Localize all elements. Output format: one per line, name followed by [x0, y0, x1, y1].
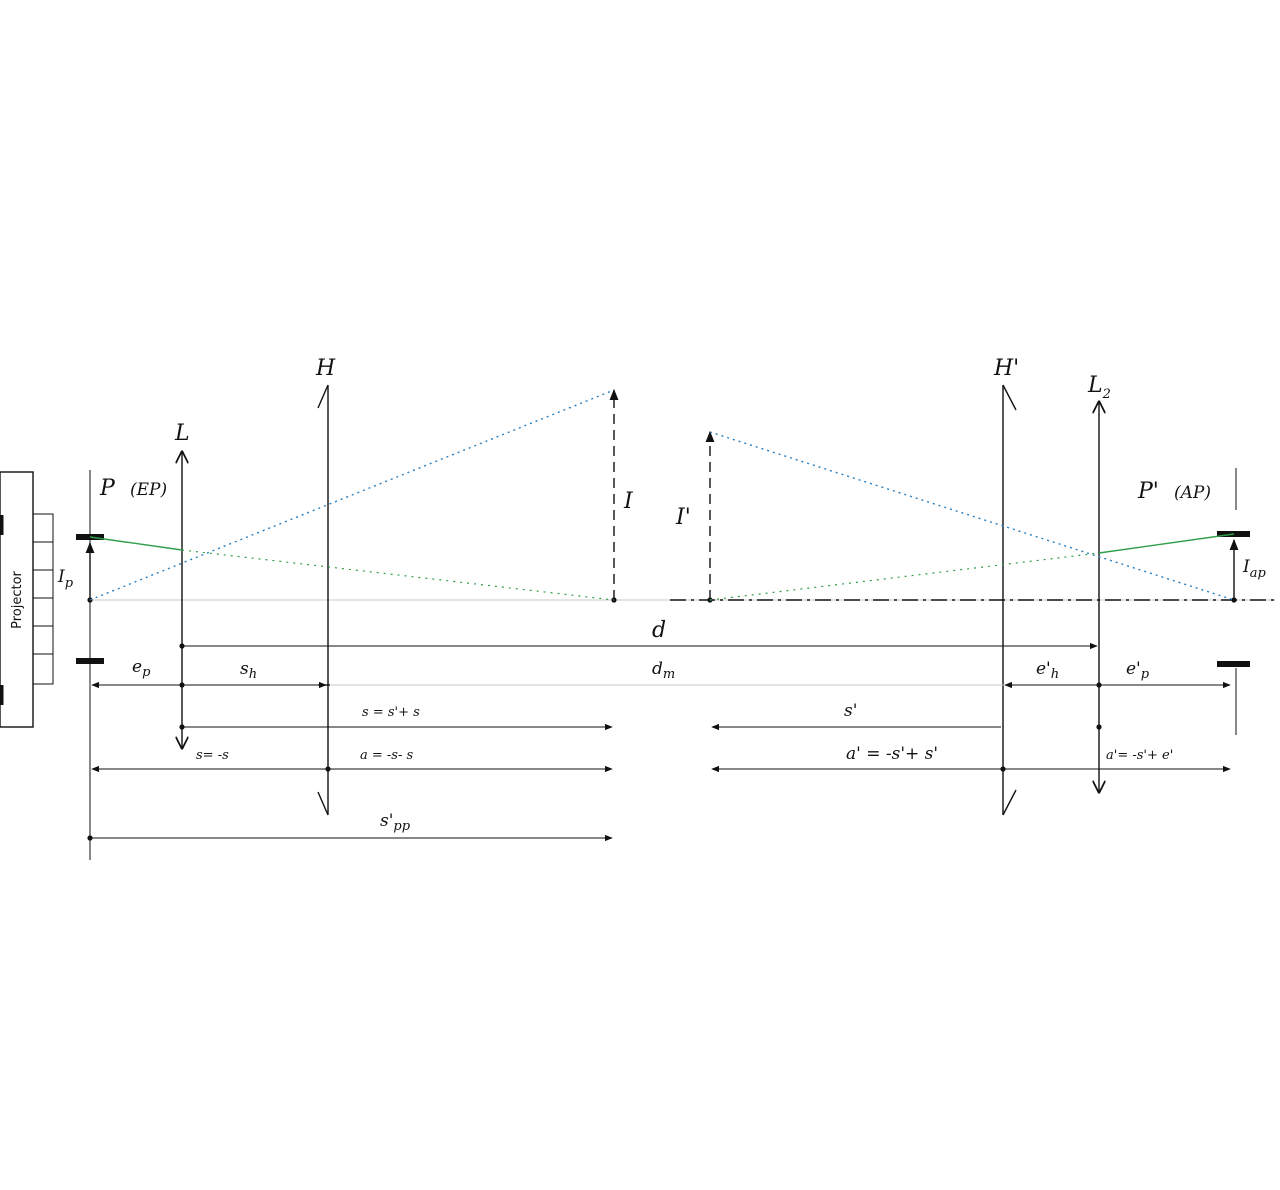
projector-lens-segment: [32, 541, 54, 571]
exit-pupil: P' (AP) Iap: [1137, 468, 1266, 735]
dimension-d-label: d: [652, 618, 666, 643]
iap-label: Iap: [1242, 557, 1266, 581]
projector-label: Projector: [10, 570, 25, 628]
dimension-ep-prime-label: e'p: [1126, 659, 1150, 682]
projector-lens-segment: [32, 513, 54, 543]
exit-pupil-ap-label: (AP): [1174, 483, 1211, 503]
dimension-sp-label: s= -s: [196, 748, 229, 763]
ip-label: Ip: [57, 567, 74, 591]
dimension-dm-label: dm: [652, 659, 675, 682]
lens-l1: L: [174, 421, 190, 748]
marginal-ray-left: [89, 536, 183, 551]
marginal-ray-left-continued: [181, 549, 615, 601]
exit-pupil-label: P': [1137, 479, 1159, 504]
lens-l2-label: L2: [1087, 373, 1111, 402]
dimension-eh-prime-label: e'h: [1036, 659, 1059, 682]
projector-lens-segment: [32, 597, 54, 627]
principal-plane-h-label: H: [315, 356, 336, 381]
entrance-pupil-label: P: [99, 476, 116, 501]
principal-plane-h-prime-top-tick: [1002, 384, 1017, 411]
dimension-ep-label: ep: [132, 657, 151, 680]
image-i-label: I: [623, 489, 634, 514]
marginal-ray-right: [1098, 533, 1235, 554]
dimension-d: d: [179, 618, 1098, 650]
dimension-sh-label: sh: [240, 659, 257, 682]
dimension-spp-label: s'pp: [380, 811, 411, 834]
lens-l1-label: L: [174, 421, 190, 446]
entrance-pupil-ep-label: (EP): [130, 480, 167, 500]
dimension-row-1: ep sh dm e'h e'p: [90, 657, 1231, 689]
dimension-s-prime-label: s': [844, 701, 857, 721]
dimension-a-prime-label: a' = -s'+ s': [846, 744, 938, 764]
principal-plane-h-prime: H': [993, 356, 1019, 816]
dimension-a-label: a = -s- s: [360, 748, 414, 763]
exit-pupil-center: [1231, 597, 1237, 603]
dimension-row-4: s'pp: [87, 811, 613, 842]
chief-ray-right: [709, 431, 1235, 601]
projector-lens-segment: [32, 653, 54, 685]
dimension-row-2-l2-point: [1096, 724, 1102, 730]
principal-plane-h: H: [315, 356, 336, 816]
dimension-row-2: s = s'+ s s': [179, 701, 1102, 731]
principal-plane-h-prime-bottom-tick: [1002, 789, 1017, 816]
principal-plane-h-bottom-tick: [317, 791, 329, 816]
dimension-row-3: s= -s a = -s- s a' = -s'+ s' a'= -s'+ e': [91, 744, 1231, 773]
projector-lens-segment: [32, 625, 54, 655]
chief-ray-left: [89, 389, 615, 601]
dimension-a-ap-label: a'= -s'+ e': [1106, 748, 1173, 763]
principal-plane-h-top-tick: [317, 384, 329, 409]
image-i-prime-label: I': [675, 505, 691, 530]
projector-lens-segment: [32, 569, 54, 599]
image-i-prime: I': [675, 430, 715, 603]
projector: Projector: [0, 471, 54, 728]
principal-plane-h-prime-label: H': [993, 356, 1019, 381]
entrance-pupil: P (EP) Ip: [57, 470, 167, 860]
image-i: I: [609, 388, 634, 603]
marginal-ray-right-continued: [709, 552, 1100, 601]
dimension-s-label: s = s'+ s: [362, 705, 420, 720]
